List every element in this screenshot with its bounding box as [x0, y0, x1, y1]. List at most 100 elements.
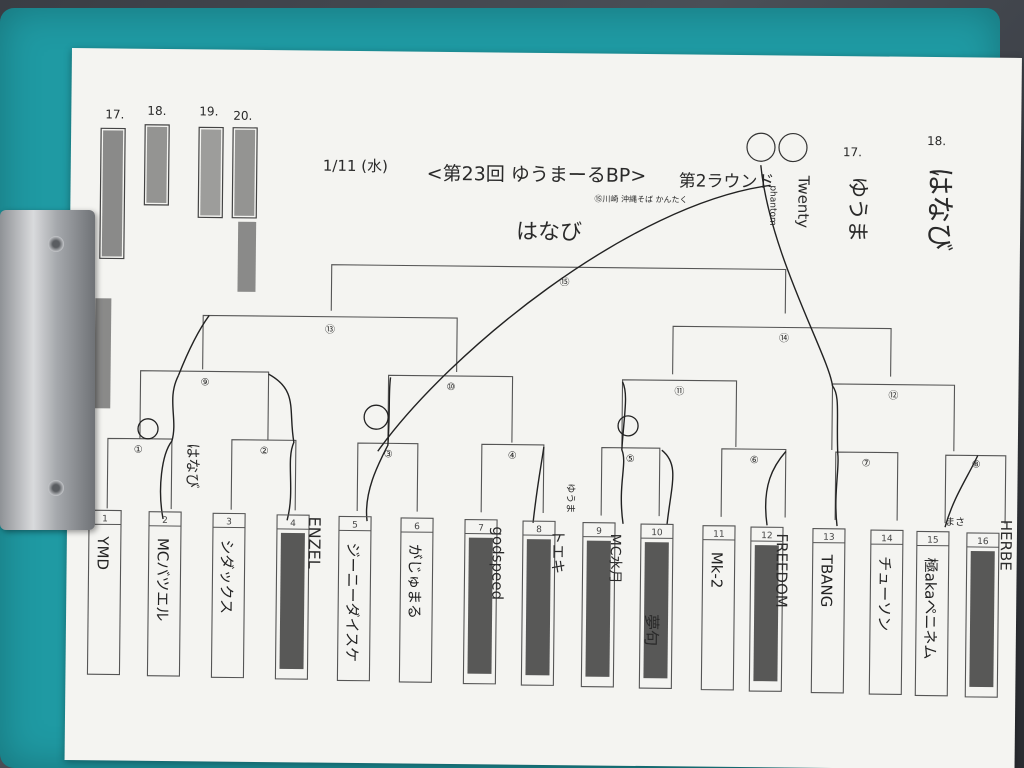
left-list-18: 18. — [147, 104, 166, 118]
entrant-name: MCバツエル — [153, 538, 172, 622]
entrant-box — [520, 520, 556, 686]
entrant-12: 12 — [748, 526, 784, 692]
crossed-out-scribble — [525, 539, 551, 676]
circle-mark — [363, 404, 389, 430]
winner-paths — [159, 165, 979, 528]
left-list-17: 17. — [105, 107, 124, 121]
crossed-out-scribble — [753, 545, 779, 682]
phantom-label: phantom — [767, 185, 777, 226]
crossed-out-scribble — [279, 532, 305, 670]
p18-label: 18. — [927, 134, 946, 148]
entrant-6: 6 がじゅまる — [398, 517, 434, 683]
scribble — [200, 129, 222, 216]
entrant-number: 2 — [162, 516, 168, 526]
entrant-4: 4 — [274, 514, 310, 680]
match-2: ② — [260, 446, 269, 457]
entrant-name: TBANG — [817, 554, 836, 608]
winner-label: はなび — [516, 220, 582, 246]
left-list: 17. 18. 19. 20. — [94, 104, 258, 409]
entrant-15: 15 極akaペニネム — [914, 530, 950, 697]
ann-e16: HERBE — [997, 520, 1016, 571]
m5-note: ゆうま — [564, 483, 576, 513]
ann-e4: ENZEL — [305, 516, 325, 568]
crossed-out-scribble — [467, 537, 493, 674]
tournament-title: <第23回 ゆうまーるBP> — [427, 163, 647, 187]
scribble — [94, 298, 112, 409]
entrant-8: 8 — [520, 520, 556, 686]
crossed-out-scribble — [585, 540, 611, 677]
entrant-box — [580, 522, 616, 688]
ann-e12: FREEDOM — [772, 533, 791, 607]
entrant-number: 1 — [102, 514, 108, 524]
clipboard-clip — [0, 210, 95, 530]
bracket-lines — [106, 264, 1007, 524]
match-8: ⑧ — [972, 459, 981, 470]
entrant-number: 15 — [927, 536, 939, 546]
match-5: ⑤ — [626, 454, 635, 465]
scribble — [234, 129, 256, 216]
entrant-box — [748, 526, 784, 692]
entrant-box — [914, 530, 950, 697]
crossed-box — [143, 124, 170, 206]
circle-mark — [746, 132, 776, 162]
p18-name: はなび — [923, 167, 957, 251]
crossed-box — [231, 127, 258, 219]
entrant-box — [210, 512, 246, 679]
entrant-box — [146, 511, 182, 677]
match-13: ⑬ — [325, 324, 335, 336]
crossed-box — [197, 126, 224, 219]
entrant-number: 5 — [352, 521, 358, 531]
entrant-name: 極akaペニネム — [921, 558, 940, 660]
entrant-number: 14 — [881, 534, 893, 544]
entrant-number: 10 — [651, 528, 663, 538]
entrant-number: 4 — [290, 519, 296, 529]
entrant-box — [638, 523, 674, 689]
entrant-box — [274, 514, 310, 680]
entrant-number: 7 — [478, 524, 484, 534]
ann-e10b: 夢句 — [642, 614, 661, 646]
twenty-label: Twenty — [794, 175, 813, 229]
entrant-number: 6 — [414, 522, 420, 532]
crossed-out-scribble — [643, 542, 669, 679]
match-1: ① — [134, 445, 143, 456]
circle-mark — [778, 132, 808, 163]
crossed-box — [99, 127, 126, 260]
ann-e10a: MC水月 — [606, 534, 623, 584]
bracket-drawing: 17. 18. 19. 20. 1/11 (水) <第23回 ゆうまーるBP> … — [86, 104, 1016, 698]
match-12: ⑫ — [888, 390, 898, 402]
entrant-box — [462, 518, 498, 685]
left-list-19: 19. — [199, 104, 218, 118]
match-11: ⑪ — [674, 385, 684, 397]
entrant-5: 5 ジーニーダイスケ — [336, 515, 372, 682]
match-numbers: ① ② ③ ④ ⑤ ⑥ ⑦ ⑧ ⑨ ⑩ ⑪ ⑫ ⑬ ⑭ ⑮ — [134, 276, 981, 470]
entrant-name: チューソン — [875, 556, 894, 631]
crossed-out-scribble — [969, 550, 995, 688]
note-text: ⑮川崎 沖縄そば かんたく — [594, 193, 687, 204]
scribble — [237, 221, 257, 292]
scribble — [146, 126, 168, 203]
p17-label: 17. — [843, 145, 862, 159]
entrant-number: 8 — [536, 525, 542, 535]
match-10: ⑩ — [446, 382, 455, 393]
match-14: ⑭ — [779, 332, 789, 344]
left-list-20: 20. — [233, 109, 252, 123]
clip-rivet — [48, 236, 64, 252]
scribble — [101, 130, 124, 257]
entrant-number: 11 — [713, 530, 725, 540]
entrant-name: YMD — [94, 535, 112, 570]
entrant-name: ジーニーダイスケ — [343, 542, 362, 662]
entrant-name: がじゅまる — [405, 544, 424, 619]
entrant-7: 7 — [462, 518, 498, 685]
entrant-14: 14 チューソン — [868, 529, 904, 695]
clip-rivet — [48, 480, 64, 496]
match-7: ⑦ — [862, 458, 871, 469]
entrant-box — [964, 532, 1000, 698]
entrant-9: 9 — [580, 522, 616, 688]
match-15: ⑮ — [560, 276, 570, 288]
